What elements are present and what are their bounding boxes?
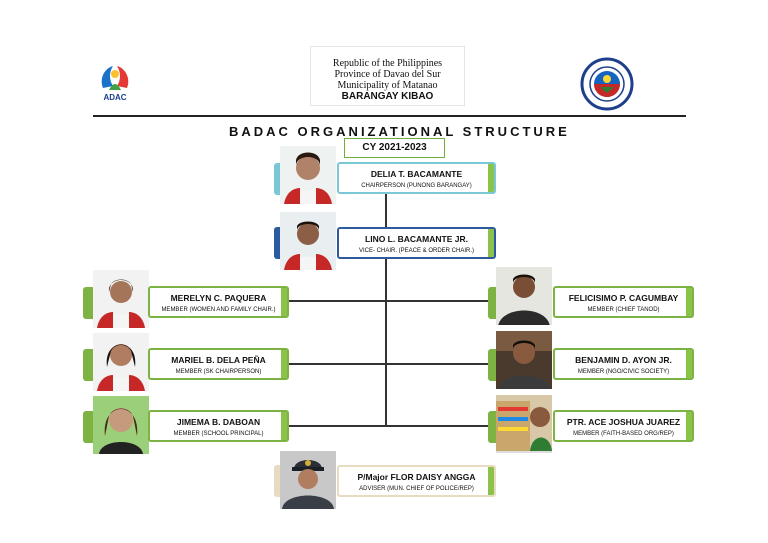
juarez-name: PTR. ACE JOSHUA JUAREZ xyxy=(566,417,681,427)
adviser-card: P/Major FLOR DAISY ANGGA ADVISER (MUN. C… xyxy=(337,465,496,497)
member-tab-daboan xyxy=(83,411,95,443)
delapena-role: MEMBER (SK CHAIRPERSON) xyxy=(175,369,262,375)
ayon-name: BENJAMIN D. AYON JR. xyxy=(575,355,672,365)
juarez-role: MEMBER (FAITH-BASED ORG/REP) xyxy=(573,431,674,437)
adviser-name: P/Major FLOR DAISY ANGGA xyxy=(357,472,476,482)
paquera-role: MEMBER (WOMEN AND FAMILY CHAIR.) xyxy=(161,307,276,313)
adviser-photo xyxy=(280,451,336,509)
cagumbay-role: MEMBER (CHIEF TANOD) xyxy=(587,307,660,313)
chair-name: DELIA T. BACAMANTE xyxy=(370,169,463,179)
vice-photo xyxy=(280,212,336,270)
header-line-2: Province of Davao del Sur xyxy=(334,69,441,80)
paquera-photo xyxy=(93,270,149,328)
vice-name: LINO L. BACAMANTE JR. xyxy=(365,234,468,244)
member-tab-delapena xyxy=(83,349,95,381)
daboan-role: MEMBER (SCHOOL PRINCIPAL) xyxy=(173,431,264,437)
delapena-photo xyxy=(93,333,149,391)
daboan-name: JIMEMA B. DABOAN xyxy=(176,417,261,427)
vice-role: VICE- CHAIR. (PEACE & ORDER CHAIR.) xyxy=(358,248,474,254)
header-divider xyxy=(93,115,686,117)
adac-caption: ADAC xyxy=(103,93,127,102)
header-address: Republic of the Philippines Province of … xyxy=(310,46,465,106)
branch-line-row1 xyxy=(289,300,497,302)
delapena-name: MARIEL B. DELA PEÑA xyxy=(171,355,266,365)
trunk-line xyxy=(385,190,387,426)
adac-logo: ADAC xyxy=(95,60,135,106)
juarez-card: PTR. ACE JOSHUA JUAREZ MEMBER (FAITH-BAS… xyxy=(553,410,694,442)
adviser-role: ADVISER (MUN. CHIEF OF POLICE/REP) xyxy=(359,486,474,492)
barangay-seal xyxy=(580,57,634,111)
vice-card: LINO L. BACAMANTE JR. VICE- CHAIR. (PEAC… xyxy=(337,227,496,259)
cagumbay-card: FELICISIMO P. CAGUMBAY MEMBER (CHIEF TAN… xyxy=(553,286,694,318)
chair-role: CHAIRPERSON (PUNONG BARANGAY) xyxy=(361,183,472,189)
delapena-card: MARIEL B. DELA PEÑA MEMBER (SK CHAIRPERS… xyxy=(148,348,289,380)
ayon-card: BENJAMIN D. AYON JR. MEMBER (NGO/CIVIC S… xyxy=(553,348,694,380)
member-tab-paquera xyxy=(83,287,95,319)
barangay-seal-icon xyxy=(580,57,634,111)
daboan-photo xyxy=(93,396,149,454)
branch-line-row3 xyxy=(289,425,497,427)
ayon-role: MEMBER (NGO/CIVIC SOCIETY) xyxy=(577,369,670,375)
header-line-1: Republic of the Philippines xyxy=(332,58,443,69)
cagumbay-name: FELICISIMO P. CAGUMBAY xyxy=(568,293,679,303)
ayon-photo xyxy=(496,331,552,389)
daboan-card: JIMEMA B. DABOAN MEMBER (SCHOOL PRINCIPA… xyxy=(148,410,289,442)
paquera-card: MERELYN C. PAQUERA MEMBER (WOMEN AND FAM… xyxy=(148,286,289,318)
period-badge: CY 2021-2023 xyxy=(344,138,445,158)
chair-photo xyxy=(280,146,336,204)
paquera-name: MERELYN C. PAQUERA xyxy=(170,293,267,303)
chair-card: DELIA T. BACAMANTE CHAIRPERSON (PUNONG B… xyxy=(337,162,496,194)
juarez-photo xyxy=(496,395,552,453)
header-line-4: BARANGAY KIBAO xyxy=(341,91,434,102)
cagumbay-photo xyxy=(496,267,552,325)
branch-line-row2 xyxy=(289,363,497,365)
adac-hands-icon xyxy=(101,66,129,90)
header-line-3: Municipality of Matanao xyxy=(337,80,438,91)
page-title: BADAC ORGANIZATIONAL STRUCTURE xyxy=(229,124,570,139)
